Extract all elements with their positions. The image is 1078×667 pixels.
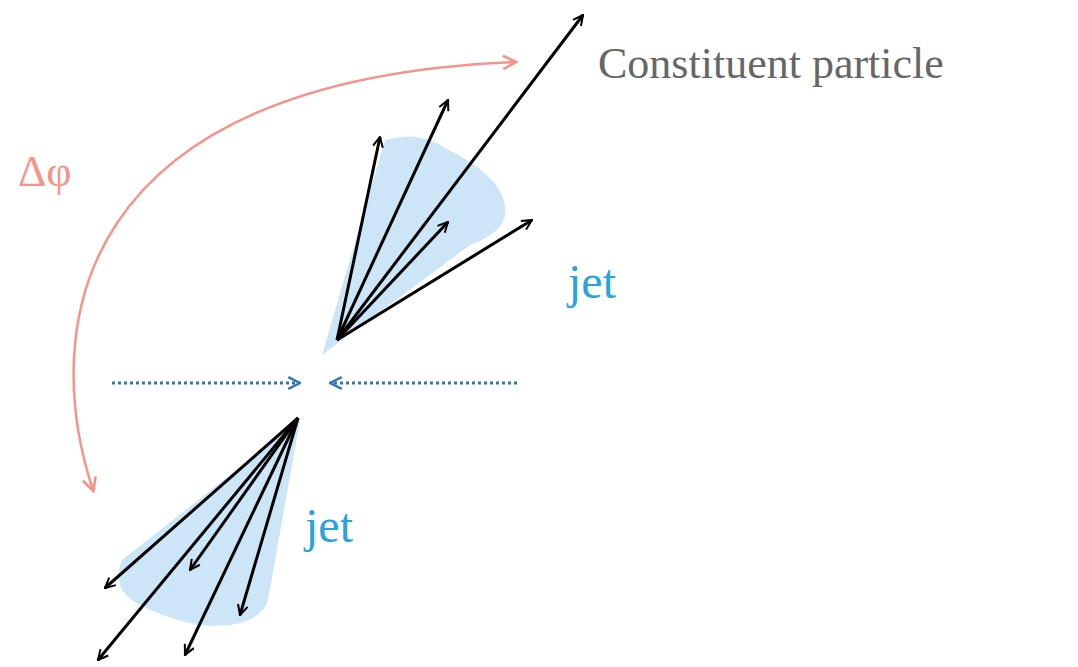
angle-label: Δφ (18, 150, 72, 194)
particle-tracks (98, 15, 583, 660)
jet-label: jet (568, 258, 616, 306)
particle-label: Constituent particle (598, 42, 944, 86)
jet-cone (119, 420, 300, 626)
beam-lines (112, 382, 517, 385)
jet-label: jet (305, 502, 353, 550)
delta-phi-arc (74, 62, 515, 490)
